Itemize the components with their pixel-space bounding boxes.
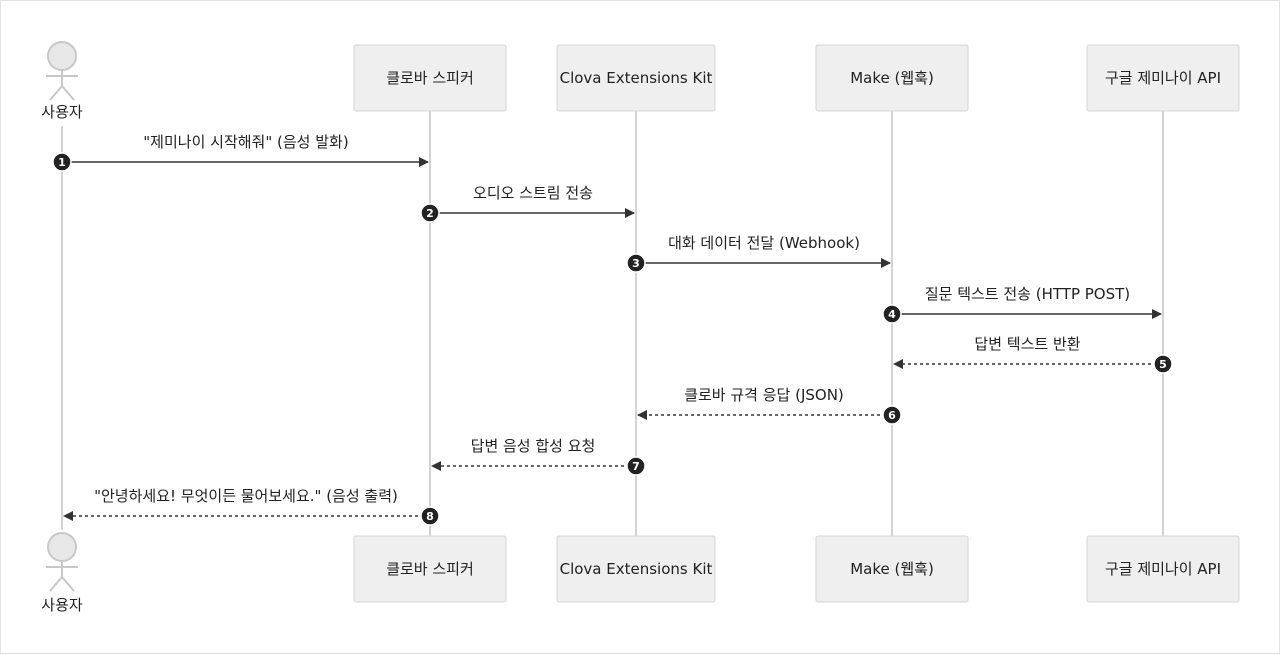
step-badge <box>626 253 646 273</box>
message-3: 3 대화 데이터 전달 (Webhook) <box>626 234 891 273</box>
participant-bottom-cek: Clova Extensions Kit <box>556 535 716 603</box>
step-number: 1 <box>58 156 66 169</box>
actor-head-icon <box>47 532 77 562</box>
actor-top-user: 사용자 <box>41 41 83 121</box>
actor-label: 사용자 <box>41 596 83 614</box>
message-label: 오디오 스트림 전송 <box>473 184 593 202</box>
participant-top-gemini: 구글 제미나이 API <box>1086 44 1240 112</box>
step-number: 2 <box>426 207 434 220</box>
participant-box <box>1086 44 1240 112</box>
participant-box <box>815 44 969 112</box>
actor-leg-right <box>61 85 75 101</box>
participant-label: Clova Extensions Kit <box>560 69 713 87</box>
message-label: 답변 음성 합성 요청 <box>471 437 596 455</box>
actor-leg-left <box>49 85 63 101</box>
participant-label: Clova Extensions Kit <box>560 560 713 578</box>
step-badge <box>52 152 72 172</box>
participant-box <box>1086 535 1240 603</box>
message-5: 5 답변 텍스트 반환 <box>893 335 1173 374</box>
step-number: 3 <box>632 257 640 270</box>
participant-box <box>556 44 716 112</box>
actor-head-icon <box>47 41 77 71</box>
step-number: 8 <box>426 510 434 523</box>
message-label: "안녕하세요! 무엇이든 물어보세요." (음성 출력) <box>94 487 398 505</box>
actor-leg-right <box>61 576 75 592</box>
participant-top-make: Make (웹훅) <box>815 44 969 112</box>
participant-top-cek: Clova Extensions Kit <box>556 44 716 112</box>
actor-bottom-user: 사용자 <box>41 532 83 614</box>
step-number: 7 <box>632 460 640 473</box>
participant-label: 클로바 스피커 <box>386 69 474 87</box>
step-badge <box>1153 354 1173 374</box>
message-7: 7 답변 음성 합성 요청 <box>431 437 646 476</box>
step-badge <box>420 506 440 526</box>
step-badge <box>420 203 440 223</box>
participant-box <box>353 44 507 112</box>
step-badge <box>882 405 902 425</box>
actor-leg-left <box>49 576 63 592</box>
message-2: 2 오디오 스트림 전송 <box>420 184 635 223</box>
message-6: 6 클로바 규격 응답 (JSON) <box>637 386 902 425</box>
message-1: 1 "제미나이 시작해줘" (음성 발화) <box>52 133 429 172</box>
message-label: 답변 텍스트 반환 <box>974 335 1080 353</box>
participant-label: 클로바 스피커 <box>386 560 474 578</box>
participant-bottom-speaker: 클로바 스피커 <box>353 535 507 603</box>
participant-label: 구글 제미나이 API <box>1105 560 1221 578</box>
participant-label: 구글 제미나이 API <box>1105 69 1221 87</box>
participant-bottom-gemini: 구글 제미나이 API <box>1086 535 1240 603</box>
step-badge <box>882 304 902 324</box>
message-8: 8 "안녕하세요! 무엇이든 물어보세요." (음성 출력) <box>63 487 440 526</box>
step-number: 5 <box>1159 358 1167 371</box>
step-number: 4 <box>888 308 896 321</box>
message-label: 클로바 규격 응답 (JSON) <box>684 386 844 404</box>
participant-label: Make (웹훅) <box>850 560 934 578</box>
message-4: 4 질문 텍스트 전송 (HTTP POST) <box>882 285 1162 324</box>
participant-label: Make (웹훅) <box>850 69 934 87</box>
actor-label: 사용자 <box>41 103 83 121</box>
step-badge <box>626 456 646 476</box>
message-label: 질문 텍스트 전송 (HTTP POST) <box>925 285 1130 303</box>
participant-bottom-make: Make (웹훅) <box>815 535 969 603</box>
message-label: 대화 데이터 전달 (Webhook) <box>668 234 860 252</box>
participant-box <box>556 535 716 603</box>
participant-box <box>353 535 507 603</box>
participant-top-speaker: 클로바 스피커 <box>353 44 507 112</box>
participant-box <box>815 535 969 603</box>
message-label: "제미나이 시작해줘" (음성 발화) <box>143 133 348 151</box>
step-number: 6 <box>888 409 896 422</box>
